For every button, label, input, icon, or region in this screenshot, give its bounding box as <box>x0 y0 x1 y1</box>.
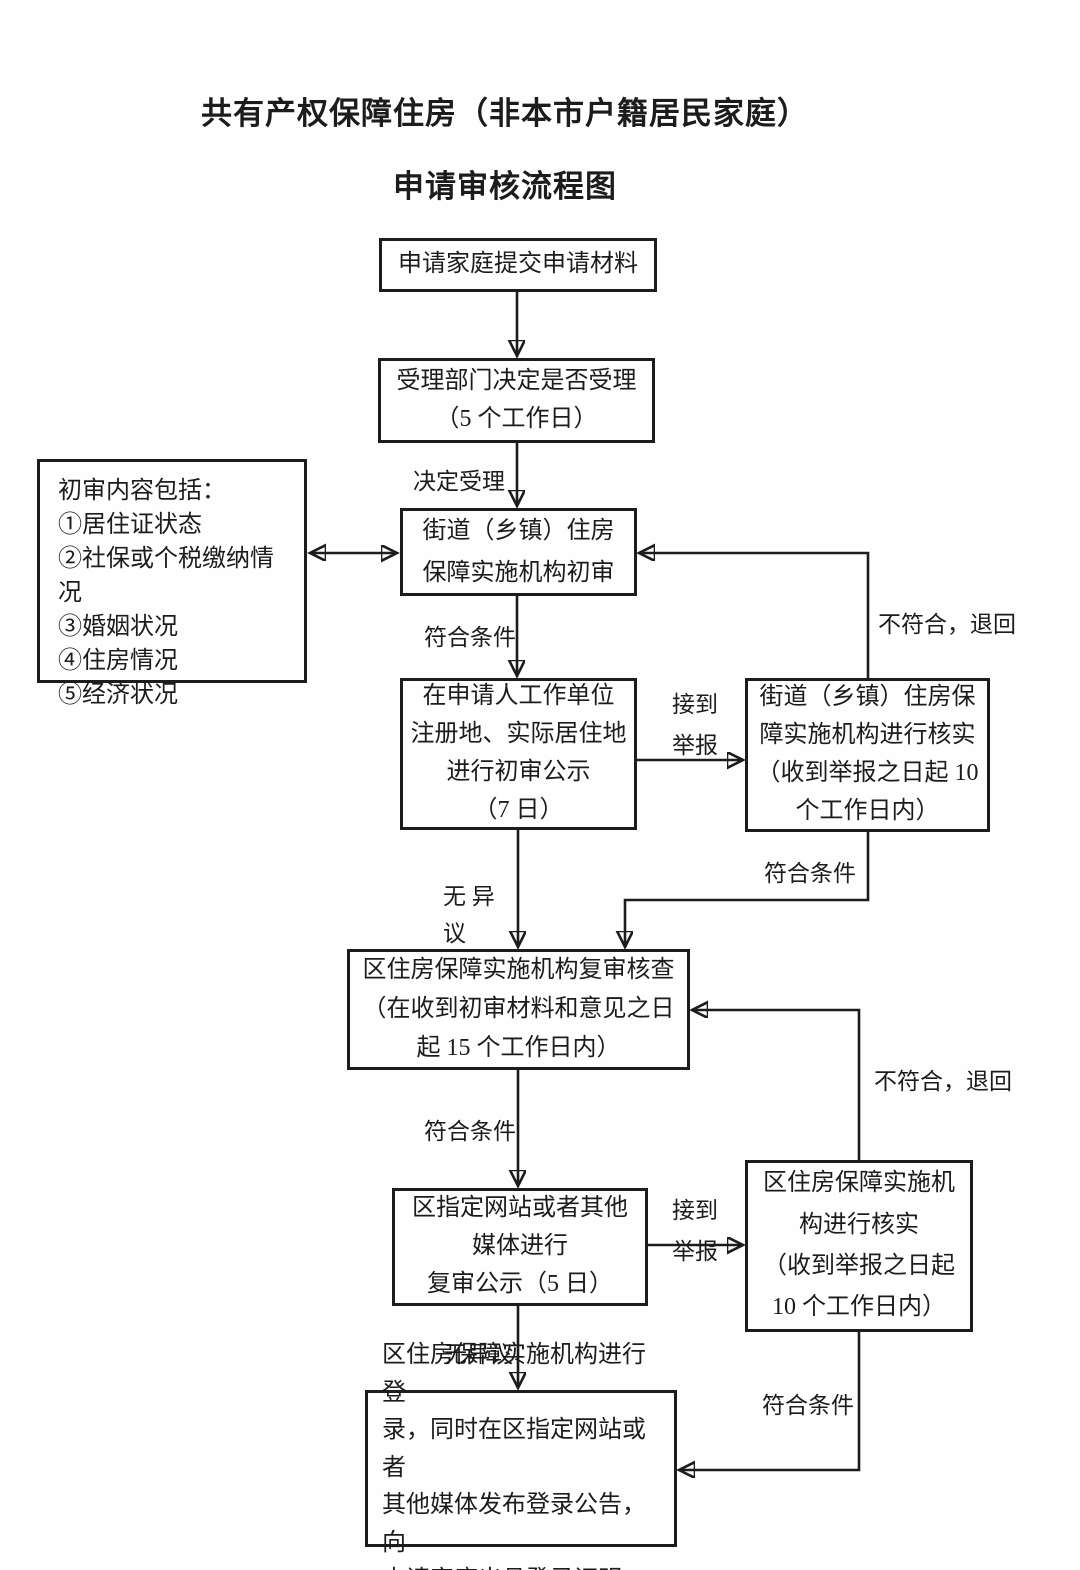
page-subtitle: 申请审核流程图 <box>393 169 617 204</box>
arrow-street-verification-to-recheck <box>625 832 870 946</box>
node-recheck-publicity: 区指定网站或者其他 媒体进行 复审公示（5 日） <box>392 1188 648 1306</box>
edge-label-no-objection-2: 无异议 <box>444 1342 513 1367</box>
edge-label-qualified-4: 符合条件 <box>762 1393 854 1418</box>
edge-label-decide-accept: 决定受理 <box>413 469 505 494</box>
edge-label-not-qualified-return-2: 不符合，退回 <box>874 1069 1012 1094</box>
node-initial-publicity: 在申请人工作单位 注册地、实际居住地 进行初审公示 （7 日） <box>400 678 637 830</box>
page-title: 共有产权保障住房（非本市户籍居民家庭） <box>201 96 809 131</box>
node-acceptance-decision: 受理部门决定是否受理 （5 个工作日） <box>378 358 655 443</box>
node-registration: 区住房保障实施机构进行登 录，同时在区指定网站或者 其他媒体发布登录公告，向 申… <box>365 1342 677 1570</box>
node-submit-materials: 申请家庭提交申请材料 <box>379 238 657 292</box>
edge-label-qualified-3: 符合条件 <box>424 1119 516 1144</box>
edge-label-report-received-1: 接到 举报 <box>672 692 718 759</box>
node-district-verification: 区住房保障实施机 构进行核实 （收到举报之日起 10 个工作日内） <box>745 1160 973 1332</box>
node-initial-review-contents-note: 初审内容包括： ①居住证状态 ②社保或个税缴纳情况 ③婚姻状况 ④住房情况 ⑤经… <box>37 459 307 708</box>
arrow-district-verification-return <box>693 1010 861 1160</box>
arrow-district-verification-to-registration <box>680 1332 861 1470</box>
node-district-recheck: 区住房保障实施机构复审核查 （在收到初审材料和意见之日 起 15 个工作日内） <box>347 949 690 1070</box>
edge-label-no-objection-1: 无 异 议 <box>443 884 495 947</box>
node-street-verification: 街道（乡镇）住房保 障实施机构进行核实 （收到举报之日起 10 个工作日内） <box>745 678 990 832</box>
arrow-street-verification-return <box>640 553 870 678</box>
node-street-initial-review: 街道（乡镇）住房 保障实施机构初审 <box>400 508 637 596</box>
edge-label-not-qualified-return-1: 不符合，退回 <box>878 612 1016 637</box>
edge-label-report-received-2: 接到 举报 <box>672 1198 718 1265</box>
edge-label-qualified-2: 符合条件 <box>764 861 856 886</box>
edge-label-qualified-1: 符合条件 <box>424 625 516 650</box>
